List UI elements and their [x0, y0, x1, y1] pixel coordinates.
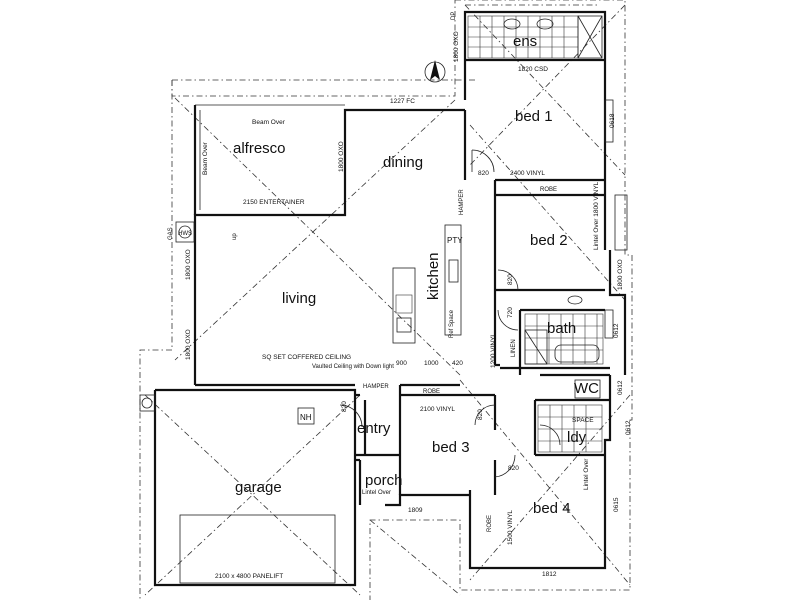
dim-bed4-bottom: 1812: [542, 571, 557, 578]
dim-bed4-lintel: Lintel Over: [583, 458, 590, 490]
room-bath: bath: [547, 320, 576, 337]
room-wc: WC: [574, 380, 599, 397]
room-ldy: ldy: [567, 429, 587, 446]
north-arrow-icon: [424, 60, 446, 83]
dim-bed2-window: 1800 OXO: [617, 259, 624, 290]
dim-living-window-1: 1800 OXO: [185, 249, 192, 280]
robe-label-bed1: ROBE: [540, 187, 557, 193]
dim-bed3-door: 820: [477, 409, 484, 420]
dim-bath-door: 720: [507, 307, 514, 318]
room-bed-1: bed 1: [515, 108, 553, 125]
hamper-label-living: HAMPER: [363, 384, 389, 390]
dim-ens-csd: 1820 CSD: [518, 66, 548, 73]
room-porch: porch: [365, 472, 403, 489]
dim-1000: 1000: [424, 360, 439, 367]
ensuite-tiles: [467, 15, 603, 59]
dim-living-window-2: 1800 OXO: [185, 329, 192, 360]
up-label: up: [232, 233, 238, 240]
dim-space: SPACE: [572, 417, 594, 424]
dim-ldy-window: 0612: [625, 420, 632, 435]
dim-dining-window: 1800 OXO: [338, 141, 345, 172]
room-alfresco: alfresco: [233, 140, 286, 157]
interior-walls: [355, 58, 610, 505]
dim-bed1-window: 0618: [609, 113, 616, 128]
linen-label: LINEN: [511, 339, 517, 357]
fixtures: [139, 99, 628, 425]
dim-beam-over-top: Beam Over: [252, 119, 286, 126]
fixture-labels: PTY ROBE ROBE ROBE LINEN HAMPER HAMPER N…: [168, 187, 557, 532]
robe-label-bed3: ROBE: [423, 389, 440, 395]
dim-wc-window: 0612: [617, 380, 624, 395]
dim-dp: DP: [451, 12, 457, 20]
room-labels: ens bed 1 alfresco dining bed 2 living k…: [233, 33, 599, 517]
kitchen-island: [392, 224, 462, 344]
dim-entry-door: 820: [341, 401, 348, 412]
dim-porch-lintel: Lintel Over: [362, 490, 391, 496]
dim-coffered: SQ SET COFFERED CEILING: [262, 354, 351, 361]
dim-bed2-door: 820: [507, 274, 514, 285]
dim-bed3-window: 1809: [408, 507, 423, 514]
dim-bed4-vinyl: 1500 VINYL: [507, 510, 514, 545]
room-living: living: [282, 290, 316, 307]
garage-door: [179, 514, 336, 584]
room-garage: garage: [235, 479, 282, 496]
dim-raked-ceiling: Vaulted Ceiling with Down light: [312, 364, 394, 370]
dim-900: 900: [396, 360, 407, 367]
nh-label: NH: [300, 413, 312, 422]
bath-tiles: [524, 295, 604, 365]
hws-label: HWS: [178, 231, 192, 237]
room-bed-2: bed 2: [530, 232, 568, 249]
hamper-label-dining: HAMPER: [459, 189, 465, 215]
exterior-walls: [153, 10, 627, 587]
robe-label-bed4: ROBE: [487, 515, 493, 532]
dim-bed2-lintel: Lintel Over 1800 VINYL: [593, 181, 600, 250]
dimension-labels: 1800 OXO 1820 CSD 1227 FC 0618 820 2400 …: [185, 12, 632, 580]
dim-bath-window: 0612: [613, 323, 620, 338]
room-entry: entry: [357, 420, 391, 437]
dim-1200-vinyl: 1200 VINYL: [490, 333, 497, 368]
dim-entertainer: 2150 ENTERTAINER: [243, 199, 305, 206]
dim-bed1-door: 820: [478, 170, 489, 177]
room-ens: ens: [513, 33, 537, 50]
dim-ens-window: 1800 OXO: [453, 31, 460, 62]
dim-bed1-vinyl: 2400 VINYL: [510, 170, 545, 177]
laundry-tiles: [537, 379, 603, 453]
gas-label: GAS: [168, 227, 174, 240]
dim-beam-over-side: Beam Over: [202, 141, 209, 175]
room-kitchen: kitchen: [425, 252, 442, 300]
dim-bed4-window: 0615: [613, 497, 620, 512]
pantry-label: PTY: [447, 236, 463, 245]
dim-garage-door: 2100 x 4800 PANELIFT: [215, 573, 283, 580]
dim-bed3-door-2: 820: [508, 465, 519, 472]
room-dining: dining: [383, 154, 423, 171]
roof-outline: [139, 0, 633, 600]
door-swings: [339, 149, 561, 478]
ref-space-label: Ref Space: [449, 309, 455, 338]
room-bed-3: bed 3: [432, 439, 470, 456]
dim-bed3-vinyl: 2100 VINYL: [420, 406, 455, 413]
room-bed-4: bed 4: [533, 500, 571, 517]
dim-1227-fc: 1227 FC: [390, 98, 415, 105]
roof-hip-lines: [144, 4, 631, 596]
dim-420: 420: [452, 360, 463, 367]
